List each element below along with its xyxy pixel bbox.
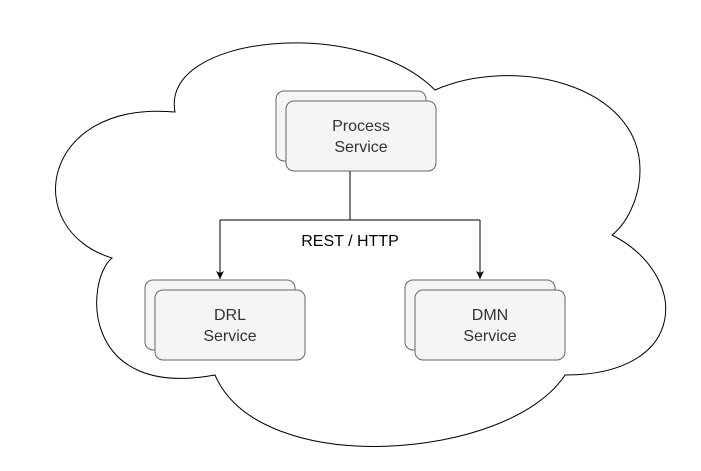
node-label-line1: DMN bbox=[472, 307, 508, 324]
node-drl-service[interactable]: DRL Service bbox=[144, 279, 306, 361]
connector-lines bbox=[216, 170, 484, 279]
edge-label-rest-http: REST / HTTP bbox=[301, 233, 399, 250]
node-label-line2: Service bbox=[203, 328, 256, 345]
node-label-line2: Service bbox=[463, 328, 516, 345]
node-front-card bbox=[154, 289, 306, 361]
node-front-card bbox=[285, 100, 437, 172]
node-label-line1: DRL bbox=[214, 307, 246, 324]
node-front-card bbox=[414, 289, 566, 361]
node-process-service[interactable]: Process Service bbox=[275, 90, 437, 172]
node-dmn-service[interactable]: DMN Service bbox=[404, 279, 566, 361]
node-label-line2: Service bbox=[334, 139, 387, 156]
node-label-line1: Process bbox=[332, 118, 390, 135]
